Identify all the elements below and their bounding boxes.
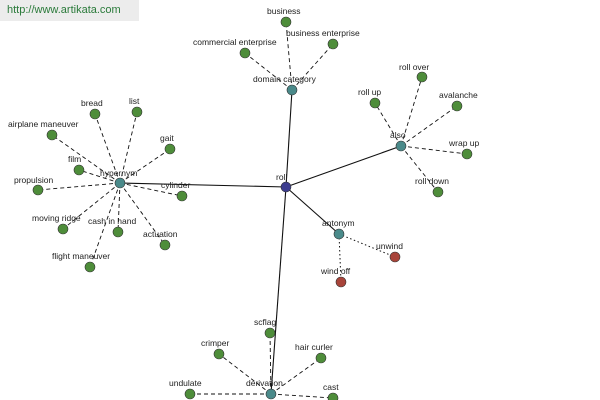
center-node-roll[interactable] [280, 181, 292, 193]
hub-node-also[interactable] [395, 140, 407, 152]
label-unwind[interactable]: unwind [376, 241, 403, 251]
node-list[interactable] [131, 106, 143, 118]
label-business-enterprise[interactable]: business enterprise [286, 28, 360, 38]
node-film[interactable] [73, 164, 85, 176]
label-avalanche[interactable]: avalanche [439, 90, 478, 100]
url-banner: http://www.artikata.com [0, 0, 139, 21]
edge-flight_maneuver [89, 182, 121, 268]
edge-moving_ridge [62, 182, 121, 230]
hub-node-antonym[interactable] [333, 228, 345, 240]
graph-nodes [32, 16, 473, 400]
node-scflag[interactable] [264, 327, 276, 339]
label-actuation[interactable]: actuation [143, 229, 178, 239]
node-propulsion[interactable] [32, 184, 44, 196]
label-hypernym[interactable]: hypernym [100, 168, 137, 178]
edge-gait [119, 148, 171, 184]
label-list[interactable]: list [129, 96, 140, 106]
edge-business [285, 21, 293, 91]
edge-wind_off [338, 233, 342, 283]
label-moving-ridge[interactable]: moving ridge [32, 213, 81, 223]
node-airplane-maneuver[interactable] [46, 129, 58, 141]
label-roll[interactable]: roll [276, 172, 287, 182]
edge-actuation [119, 182, 166, 246]
node-cash-in-hand[interactable] [112, 226, 124, 238]
edge-cash_in_hand [117, 182, 121, 233]
edge-cast [270, 393, 334, 399]
label-cash-in-hand[interactable]: cash in hand [88, 216, 136, 226]
node-flight-maneuver[interactable] [84, 261, 96, 273]
edge-also [285, 145, 402, 188]
node-roll-over[interactable] [416, 71, 428, 83]
site-url-link[interactable]: http://www.artikata.com [7, 4, 121, 16]
graph-edges [37, 21, 468, 399]
node-bread[interactable] [89, 108, 101, 120]
node-hair-curler[interactable] [315, 352, 327, 364]
node-unwind[interactable] [389, 251, 401, 263]
label-propulsion[interactable]: propulsion [14, 175, 53, 185]
edge-domain_category [285, 89, 293, 188]
edge-avalanche [400, 105, 458, 147]
label-airplane-maneuver[interactable]: airplane maneuver [8, 119, 79, 129]
node-roll-up[interactable] [369, 97, 381, 109]
label-crimper[interactable]: crimper [201, 338, 230, 348]
node-business[interactable] [280, 16, 292, 28]
label-wind-off[interactable]: wind off [320, 266, 351, 276]
label-derivation[interactable]: derivation [246, 378, 283, 388]
edge-antonym [285, 186, 340, 235]
label-also[interactable]: also [390, 130, 406, 140]
label-cast[interactable]: cast [323, 382, 339, 392]
edge-business_enterprise [291, 43, 334, 91]
edge-roll_over [400, 76, 423, 147]
label-roll-over[interactable]: roll over [399, 62, 429, 72]
node-cylinder[interactable] [176, 190, 188, 202]
hub-node-domain-category[interactable] [286, 84, 298, 96]
edge-roll_down [400, 145, 439, 193]
label-cylinder[interactable]: cylinder [161, 180, 190, 190]
label-film[interactable]: film [68, 154, 81, 164]
node-moving-ridge[interactable] [57, 223, 69, 235]
edge-commercial_enterprise [244, 52, 293, 91]
label-antonym[interactable]: antonym [322, 218, 355, 228]
node-crimper[interactable] [213, 348, 225, 360]
node-gait[interactable] [164, 143, 176, 155]
label-hair-curler[interactable]: hair curler [295, 342, 333, 352]
edge-hair_curler [270, 357, 322, 395]
label-business[interactable]: business [267, 6, 301, 16]
edge-roll_up [374, 102, 402, 147]
graph-labels: roll domain category also hypernym antonym de… [8, 6, 480, 392]
label-roll-up[interactable]: roll up [358, 87, 381, 97]
edge-hypernym [119, 182, 287, 188]
node-actuation[interactable] [159, 239, 171, 251]
edge-cylinder [119, 182, 183, 197]
node-business-enterprise[interactable] [327, 38, 339, 50]
edge-scflag [269, 332, 272, 395]
node-undulate[interactable] [184, 388, 196, 400]
edge-film [78, 169, 121, 184]
hub-node-hypernym[interactable] [114, 177, 126, 189]
node-wrap-up[interactable] [461, 148, 473, 160]
label-gait[interactable]: gait [160, 133, 174, 143]
label-undulate[interactable]: undulate [169, 378, 202, 388]
hub-node-derivation[interactable] [265, 388, 277, 400]
edge-crimper [218, 353, 272, 395]
node-wind-off[interactable] [335, 276, 347, 288]
node-commercial-enterprise[interactable] [239, 47, 251, 59]
edge-list [119, 111, 138, 184]
label-bread[interactable]: bread [81, 98, 103, 108]
label-scflag[interactable]: scflag [254, 317, 276, 327]
node-avalanche[interactable] [451, 100, 463, 112]
edge-derivation [270, 186, 287, 395]
label-wrap-up[interactable]: wrap up [448, 138, 480, 148]
edge-bread [94, 113, 121, 184]
node-roll-down[interactable] [432, 186, 444, 198]
label-roll-down[interactable]: roll down [415, 176, 449, 186]
label-domain-category[interactable]: domain category [253, 74, 317, 84]
label-flight-maneuver[interactable]: flight maneuver [52, 251, 110, 261]
node-cast[interactable] [327, 392, 339, 400]
label-commercial-enterprise[interactable]: commercial enterprise [193, 37, 277, 47]
